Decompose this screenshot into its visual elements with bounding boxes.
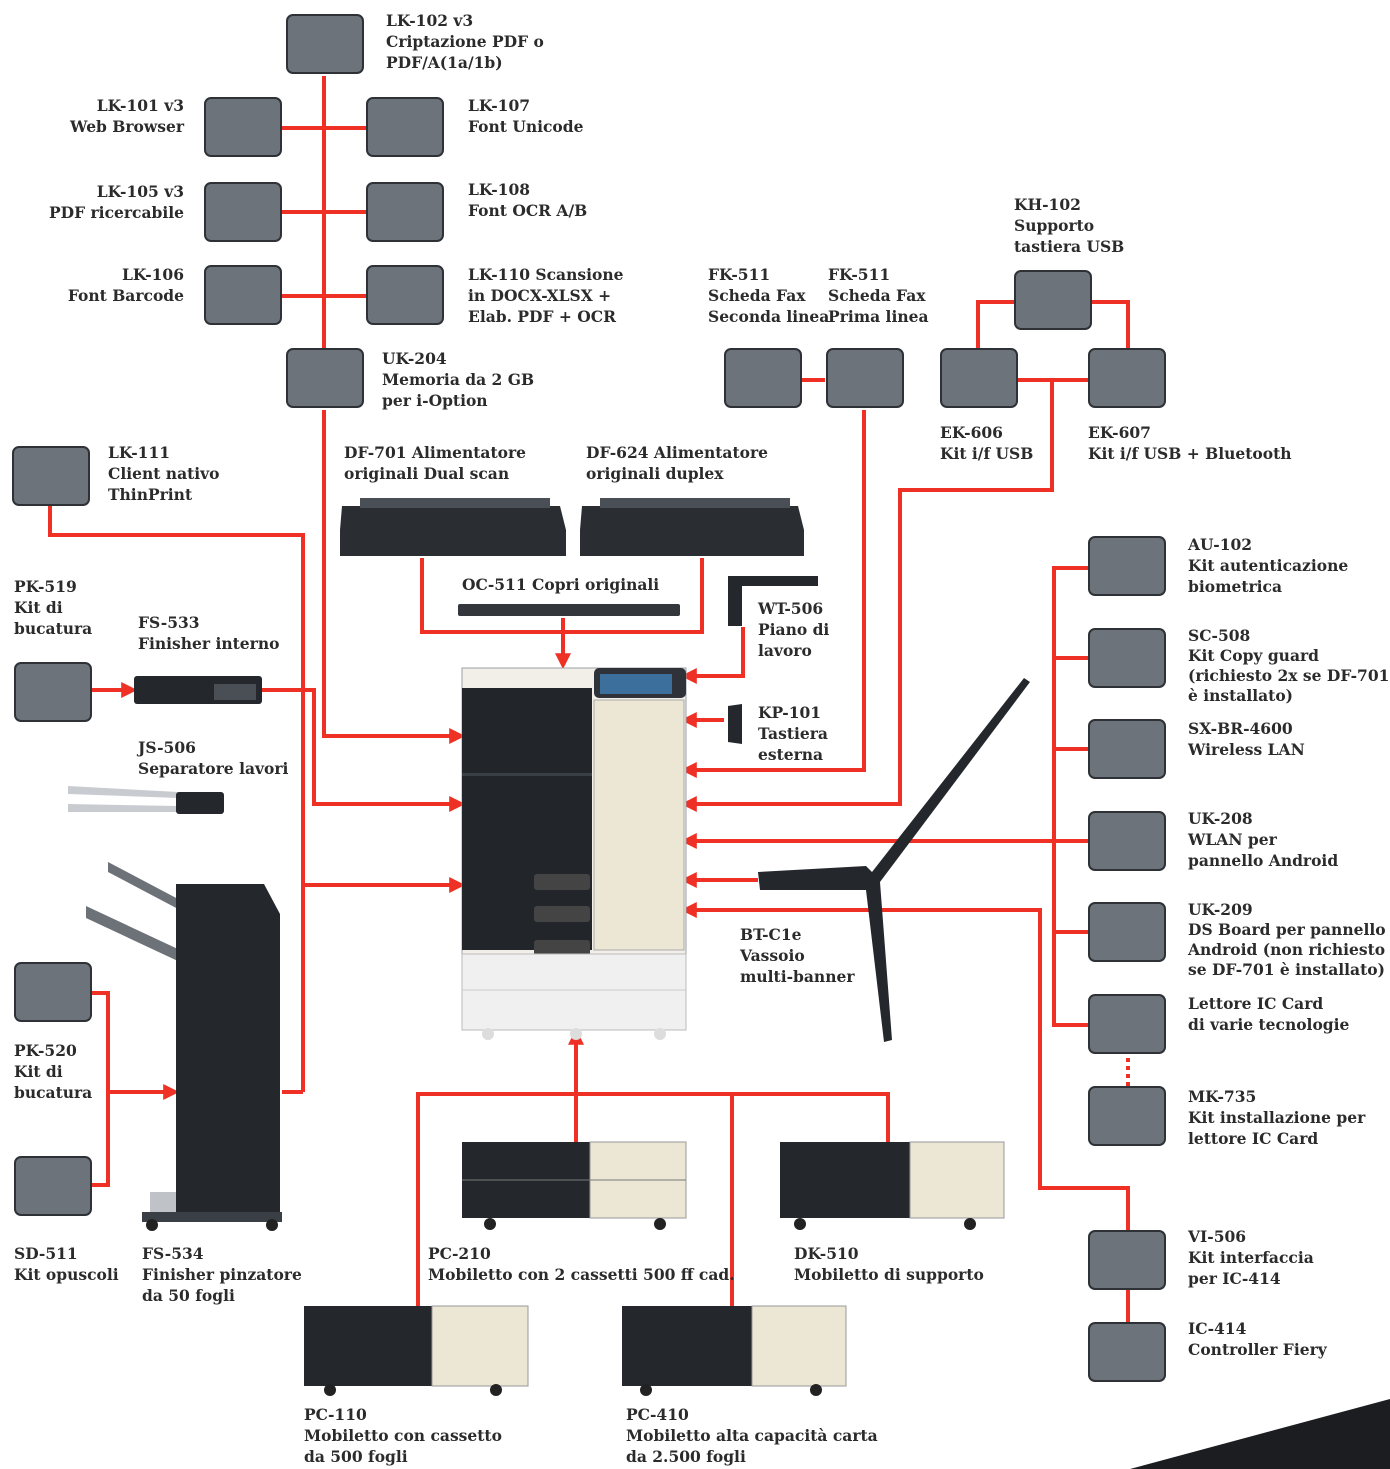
kp-101-image (728, 704, 742, 744)
au-102-box (1088, 536, 1166, 596)
sx-br-4600-box (1088, 719, 1166, 779)
pc-410-image (622, 1305, 847, 1396)
oc-511-label: OC-511 Copri originali (462, 575, 660, 594)
oc-511-image (458, 604, 680, 616)
ic-414-box (1088, 1322, 1166, 1382)
ek-607-box (1088, 348, 1166, 408)
pc-210-image (462, 1141, 687, 1230)
mk-735-box (1088, 1086, 1166, 1146)
lk-110-box (366, 265, 444, 325)
fs-534-image (86, 862, 282, 1231)
lk-105-box (204, 182, 282, 242)
uk-208-box (1088, 811, 1166, 871)
lk-107-box (366, 97, 444, 157)
fk-511-second-box (724, 348, 802, 408)
sd-511-box (14, 1156, 92, 1216)
lk-106-box (204, 265, 282, 325)
pk-519-box (14, 662, 92, 722)
sc-508-box (1088, 628, 1166, 688)
vi-506-box (1088, 1230, 1166, 1290)
dk-510-image (780, 1141, 1005, 1230)
lk-111-box (12, 446, 90, 506)
lk-102-box (286, 14, 364, 74)
corner-decoration (1130, 1399, 1390, 1469)
fk-511-first-box (826, 348, 904, 408)
mfp-main-unit (461, 667, 687, 1040)
uk-209-box (1088, 902, 1166, 962)
uk-204-box (286, 348, 364, 408)
lk-108-box (366, 182, 444, 242)
fs-533-image (134, 676, 262, 704)
pc-110-image (304, 1305, 529, 1396)
bt-c1e-image (758, 678, 1030, 1042)
pk-520-box (14, 962, 92, 1022)
ek-606-box (940, 348, 1018, 408)
lk-101-box (204, 97, 282, 157)
df-624-image (580, 498, 804, 556)
kh-102-box (1014, 270, 1092, 330)
wt-506-image (728, 576, 818, 626)
js-506-image (68, 786, 224, 814)
df-701-image (340, 498, 566, 556)
ic-card-reader-box (1088, 994, 1166, 1054)
